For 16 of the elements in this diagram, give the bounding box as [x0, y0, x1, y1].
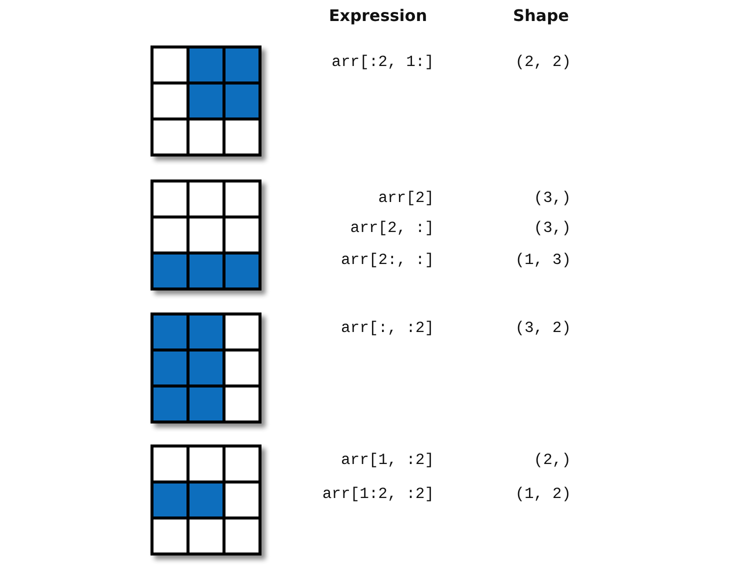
shape-text: (3,): [534, 218, 571, 238]
expression-text: arr[2:, :]: [340, 250, 434, 270]
expression-text: arr[:, :2]: [340, 318, 434, 338]
shape-text: (2, 2): [515, 52, 571, 72]
shape-text: (2,): [534, 450, 571, 470]
expression-text: arr[:2, 1:]: [332, 52, 434, 72]
expression-text: arr[1, :2]: [340, 450, 434, 470]
shape-text: (1, 2): [515, 484, 571, 504]
expression-text: arr[2, :]: [350, 218, 434, 238]
column-header: Shape: [512, 6, 569, 26]
expression-text: arr[1:2, :2]: [322, 484, 434, 504]
shape-text: (3,): [534, 188, 571, 208]
shape-text: (1, 3): [515, 250, 571, 270]
shape-text: (3, 2): [515, 318, 571, 338]
expression-text: arr[2]: [378, 188, 434, 208]
column-header: Expression: [328, 6, 428, 26]
